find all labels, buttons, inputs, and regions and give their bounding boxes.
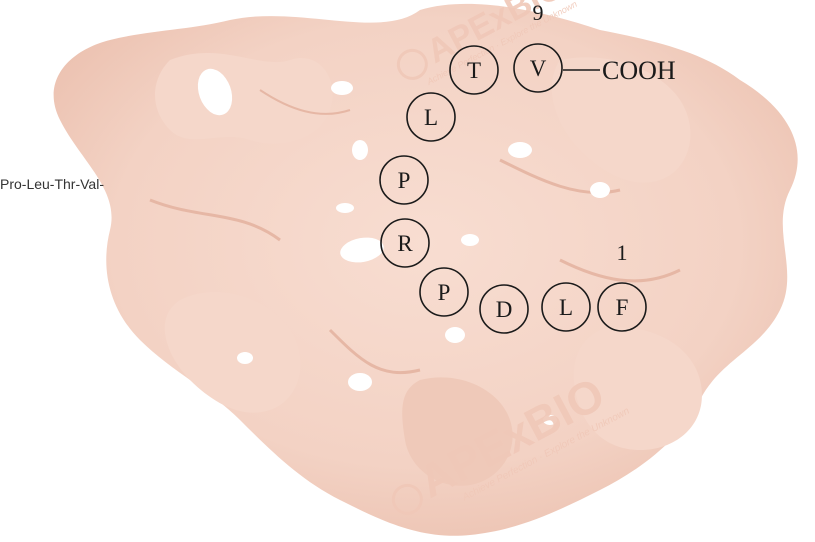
residue-letter: F [616, 295, 629, 320]
residue-letter: L [559, 295, 573, 320]
end-residue-number: 9 [533, 0, 544, 25]
residue-letter: R [397, 231, 413, 256]
residue-letter: P [398, 168, 411, 193]
sequence-side-label: Pro-Leu-Thr-Val- [0, 176, 104, 192]
start-residue-number: 1 [617, 240, 628, 265]
residue-letter: L [424, 105, 438, 130]
residue-letter: V [530, 56, 547, 81]
residue-letter: P [438, 280, 451, 305]
residue-letter: D [496, 297, 513, 322]
c-terminus-label: COOH [602, 56, 676, 85]
residue-letter: T [467, 58, 481, 83]
